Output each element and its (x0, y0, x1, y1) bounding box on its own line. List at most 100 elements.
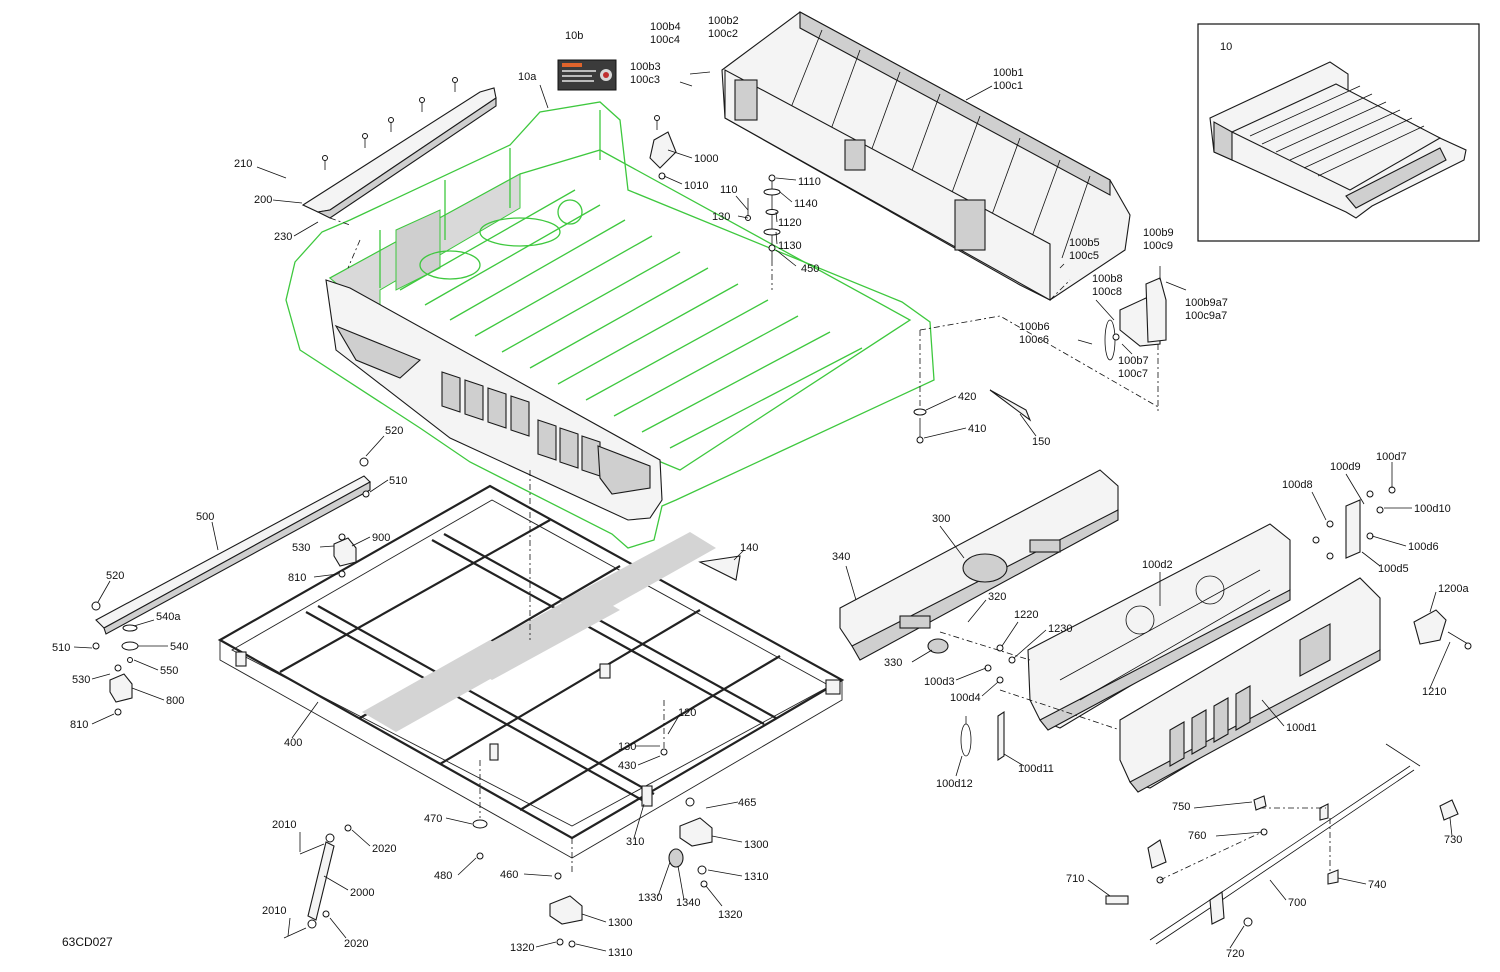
washer-470 (472, 819, 488, 829)
part-140 (698, 555, 741, 581)
part-label-540a: 540a (156, 611, 181, 623)
strut-2000 (283, 824, 352, 939)
inset-box: 10 (1197, 23, 1480, 242)
part-label-120: 120 (678, 707, 696, 719)
part-label-100d5: 100d5 (1378, 563, 1409, 575)
drawing-code: 63CD027 (62, 935, 113, 949)
part-label-100d8: 100d8 (1282, 479, 1313, 491)
part-label-1200a: 1200a (1438, 583, 1469, 595)
strap-100d11 (997, 710, 1005, 762)
frame-400 (217, 484, 845, 859)
part-label-340: 340 (832, 551, 850, 563)
mount-900 (333, 533, 357, 578)
decal-10b: 10b (557, 30, 617, 91)
part-label-540: 540 (170, 641, 188, 653)
part-label-300: 300 (932, 513, 950, 525)
part-label-200: 200 (254, 194, 272, 206)
part-label-1330: 1330 (638, 892, 662, 904)
part-label-230: 230 (274, 231, 292, 243)
inset-label: 10 (1220, 41, 1232, 53)
part-label-330: 330 (884, 657, 902, 669)
part-label-530b: 530 (72, 674, 90, 686)
part-label-100d3: 100d3 (924, 676, 955, 688)
part-label-470: 470 (424, 813, 442, 825)
part-label-2010b: 2010 (262, 905, 286, 917)
part-label-100d6: 100d6 (1408, 541, 1439, 553)
brackets-100d (1312, 486, 1396, 560)
part-label-100d4: 100d4 (950, 692, 981, 704)
part-label-320: 320 (988, 591, 1006, 603)
part-label-550: 550 (160, 665, 178, 677)
part-label-450: 450 (801, 263, 819, 275)
bed-floor-ribs (399, 189, 863, 449)
part-label-740: 740 (1368, 879, 1386, 891)
part-label-810a: 810 (288, 572, 306, 584)
part-label-500: 500 (196, 511, 214, 523)
part-label-1010: 1010 (684, 180, 708, 192)
part-label-1000: 1000 (694, 153, 718, 165)
fastener-410 (913, 408, 927, 444)
part-label-1320b: 1320 (510, 942, 534, 954)
mount-800 (109, 624, 139, 716)
part-330 (927, 638, 949, 654)
part-label-1120: 1120 (778, 217, 802, 229)
rail-500 (91, 457, 371, 650)
part-label-480: 480 (434, 870, 452, 882)
part-label-810b: 810 (70, 719, 88, 731)
part-label-465: 465 (738, 797, 756, 809)
part-label-1220: 1220 (1014, 609, 1038, 621)
part-label-510b: 510 (52, 642, 70, 654)
fastener-stack-1110 (745, 174, 781, 260)
part-label-1140: 1140 (794, 198, 818, 210)
tailgate-outer-100d1 (1119, 577, 1381, 793)
cargo-box-green (285, 101, 935, 549)
part-label-110: 110 (720, 184, 738, 196)
inner-panel-ribs (1059, 569, 1271, 701)
part-label-900: 900 (372, 532, 390, 544)
fasteners-1220 (984, 644, 1016, 684)
tailgate-upper-300 (839, 469, 1119, 661)
part-label-430: 430 (618, 760, 636, 772)
mount-1300-a (668, 797, 713, 888)
side-panel-vents (441, 371, 601, 477)
washer-480 (476, 852, 484, 860)
part-label-730: 730 (1444, 834, 1462, 846)
part-label-520a: 520 (385, 425, 403, 437)
part-label-520b: 520 (106, 570, 124, 582)
part-label-1210: 1210 (1422, 686, 1446, 698)
part-label-100d11: 100d11 (1018, 763, 1054, 775)
part-label-1300b: 1300 (608, 917, 632, 929)
part-label-1230: 1230 (1048, 623, 1072, 635)
part-label-130b: 130 (618, 741, 636, 753)
rail-screws (322, 77, 458, 170)
part-label-210: 210 (234, 158, 252, 170)
headache-rack (721, 11, 1131, 301)
part-label-100d9: 100d9 (1330, 461, 1361, 473)
hinge-1200a (1413, 609, 1472, 650)
mount-1300-b (549, 872, 583, 948)
part-label-1110: 1110 (798, 176, 821, 188)
part-label-100d1: 100d1 (1286, 722, 1317, 734)
assembly-centerlines (347, 239, 1331, 881)
part-label-100d2: 100d2 (1142, 559, 1173, 571)
part-label-800: 800 (166, 695, 184, 707)
part-label-700: 700 (1288, 897, 1306, 909)
part-label-100d12: 100d12 (936, 778, 973, 790)
part-label-1310a: 1310 (744, 871, 768, 883)
decal-label: 10b (565, 30, 583, 42)
part-label-150: 150 (1032, 436, 1050, 448)
cable-100d12 (960, 716, 972, 757)
part-label-10a: 10a (518, 71, 537, 83)
part-label-100d10: 100d10 (1414, 503, 1451, 515)
